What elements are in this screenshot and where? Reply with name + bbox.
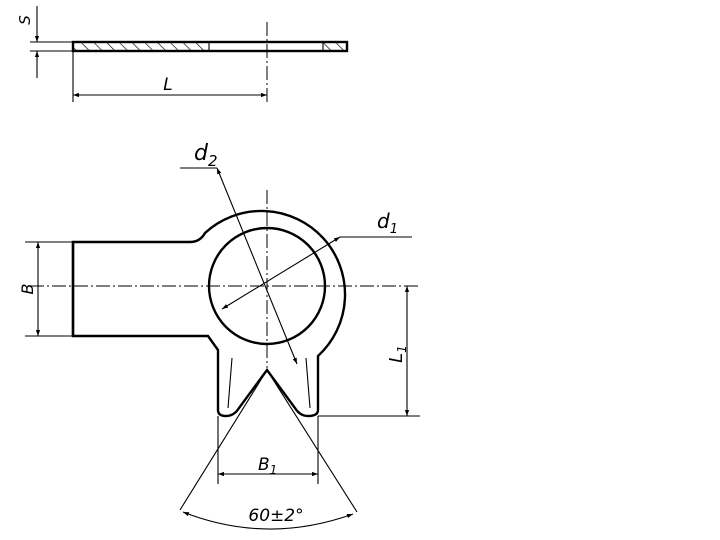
angle-extension-right (266, 369, 358, 513)
angle-dimension-arc (182, 511, 354, 530)
d2-dimension-line (216, 167, 298, 365)
plate-outline (71, 40, 349, 53)
d1-label: d1 (377, 209, 398, 237)
plate-section-hatch-left (73, 42, 209, 51)
side-view: S L (16, 6, 349, 104)
b1-label: B1 (258, 455, 277, 477)
plate-section-hatch-right (323, 42, 347, 51)
tab-inner-left (227, 357, 233, 409)
angle-extension-left (179, 369, 268, 511)
tab-inner-right (305, 357, 311, 409)
s-label: S (16, 15, 34, 25)
d1-dimension-line (221, 236, 341, 310)
d2-label: d2 (194, 141, 218, 170)
front-view: d2 d1 B L1 B1 60±2° (18, 141, 420, 530)
l-label: L (163, 75, 172, 95)
b-label: B (18, 284, 37, 295)
angle-label: 60±2° (248, 506, 303, 526)
l1-label: L1 (386, 345, 409, 363)
